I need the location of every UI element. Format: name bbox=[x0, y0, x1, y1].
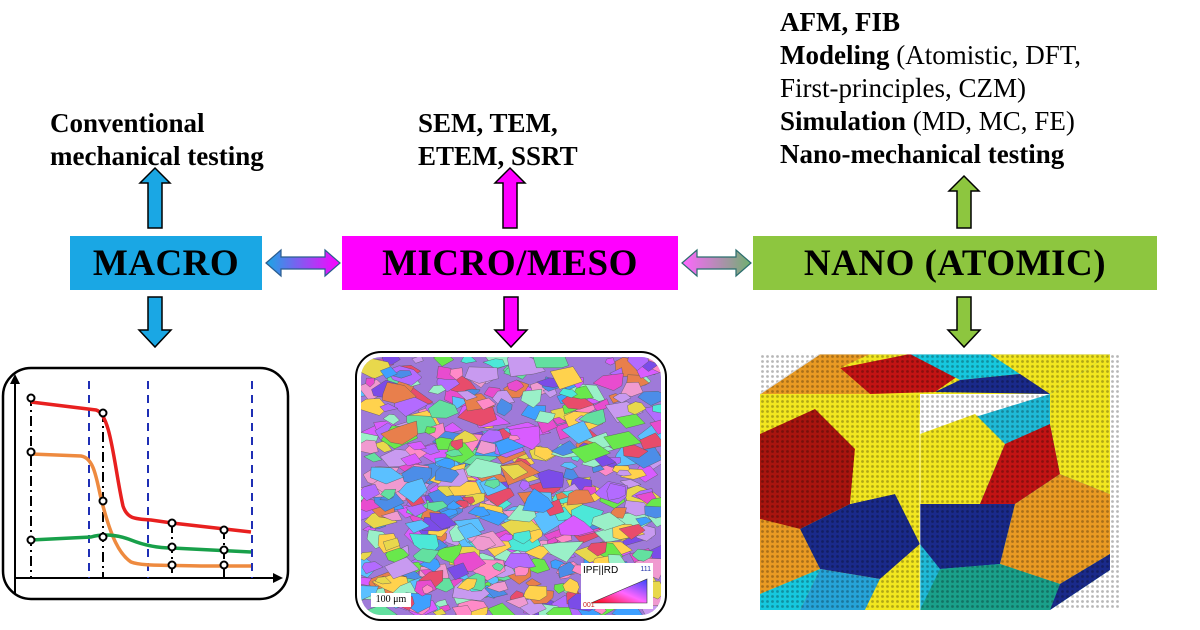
scale-bar: 100 μm bbox=[371, 593, 411, 607]
micro-nano-double-arrow bbox=[681, 248, 752, 278]
nano-line-2-normal: (Atomistic, DFT, bbox=[889, 40, 1082, 70]
ipf-legend: IPF||RD 111 001 bbox=[581, 563, 653, 609]
micro-meso-box-label: MICRO/MESO bbox=[382, 242, 638, 284]
nano-methods-line-4: Simulation (MD, MC, FE) bbox=[780, 105, 1081, 138]
micro-methods-line-1: SEM, TEM, bbox=[418, 108, 558, 138]
red-curve bbox=[30, 400, 252, 534]
ipf-legend-title: IPF||RD bbox=[583, 565, 619, 576]
nano-methods-line-3: First-principles, CZM) bbox=[780, 72, 1081, 105]
macro-micro-double-arrow bbox=[265, 248, 341, 278]
nano-line-4-bold: Simulation bbox=[780, 106, 907, 136]
macro-methods-label: Conventional mechanical testing bbox=[50, 107, 264, 173]
green-curve bbox=[30, 533, 252, 554]
nano-atomic-box: NANO (ATOMIC) bbox=[753, 236, 1157, 290]
micro-ebsd-panel: IPF||RD 111 001 100 μm bbox=[355, 351, 667, 621]
macro-box-label: MACRO bbox=[92, 242, 240, 284]
macro-down-arrow bbox=[137, 296, 173, 349]
nano-line-5-bold: Nano-mechanical testing bbox=[780, 139, 1065, 169]
macro-methods-line-1: Conventional bbox=[50, 108, 205, 138]
scale-bar-label: 100 μm bbox=[375, 594, 407, 605]
ipf-triangle bbox=[590, 578, 648, 604]
orange-curve bbox=[30, 452, 251, 568]
macro-curve-panel bbox=[1, 366, 290, 601]
nano-atomic-cube bbox=[760, 354, 1120, 610]
micro-meso-box: MICRO/MESO bbox=[342, 236, 678, 290]
ipf-legend-111: 111 bbox=[640, 566, 651, 573]
nano-up-arrow bbox=[947, 174, 981, 229]
nano-methods-line-2: Modeling (Atomistic, DFT, bbox=[780, 39, 1081, 72]
micro-methods-label: SEM, TEM, ETEM, SSRT bbox=[418, 107, 578, 173]
micro-methods-line-2: ETEM, SSRT bbox=[418, 141, 578, 171]
nano-atomic-box-label: NANO (ATOMIC) bbox=[803, 242, 1107, 284]
ipf-legend-001: 001 bbox=[583, 602, 595, 609]
nano-line-3-normal: First-principles, CZM) bbox=[780, 73, 1026, 103]
macro-box: MACRO bbox=[70, 236, 262, 290]
micro-down-arrow bbox=[493, 296, 529, 349]
nano-methods-label: AFM, FIB Modeling (Atomistic, DFT, First… bbox=[780, 6, 1081, 171]
nano-down-arrow bbox=[946, 296, 982, 349]
macro-methods-line-2: mechanical testing bbox=[50, 141, 264, 171]
nano-line-2-bold: Modeling bbox=[780, 40, 890, 70]
macro-up-arrow bbox=[138, 166, 172, 229]
nano-line-1-bold: AFM, FIB bbox=[780, 7, 900, 37]
nano-methods-line-5: Nano-mechanical testing bbox=[780, 138, 1081, 171]
nano-line-4-normal: (MD, MC, FE) bbox=[906, 106, 1075, 136]
micro-up-arrow bbox=[493, 166, 527, 229]
nano-methods-line-1: AFM, FIB bbox=[780, 6, 1081, 39]
